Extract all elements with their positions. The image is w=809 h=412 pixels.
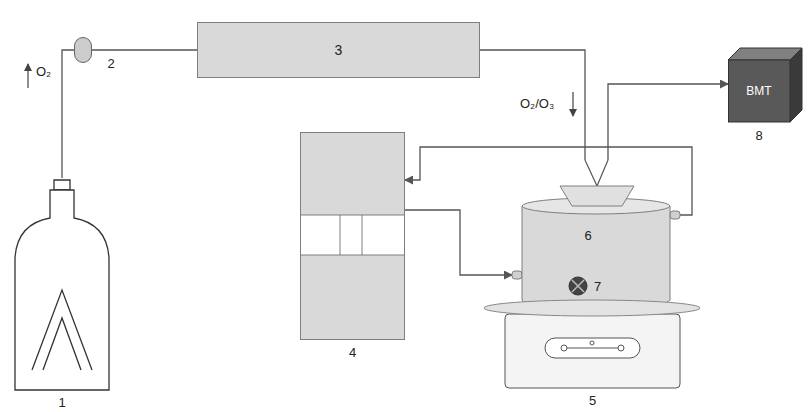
flow-meter: 2 (74, 37, 92, 63)
thermostat: 4 (300, 132, 405, 340)
pipe-connector (405, 210, 512, 275)
gas-label: O₂ (36, 64, 51, 79)
pipe-connector (62, 50, 74, 178)
flow-meter-shape (74, 37, 92, 63)
callout-text: 3 (197, 22, 480, 78)
callout-text: 4 (300, 345, 405, 360)
flow-arrow (572, 92, 573, 116)
magnetic-stirrer: 5 (480, 300, 705, 410)
pipe-connector (405, 147, 692, 215)
oxygen-cylinder: 1 (12, 178, 112, 392)
callout-text: 2 (104, 56, 118, 71)
ozone-analyzer: BMT8 (728, 48, 804, 124)
thermostat-body (300, 132, 405, 340)
gas-label: O₂/O₃ (520, 96, 554, 111)
callout-text: 1 (12, 395, 112, 410)
flow-arrow (27, 64, 28, 88)
callout-text: 5 (480, 393, 705, 408)
ozone-generator: 3 (197, 22, 480, 78)
pipe-connector (92, 49, 197, 50)
callout-text: 8 (728, 128, 790, 143)
pipe-connector (608, 84, 728, 160)
pipe-connector (480, 50, 585, 160)
callout-text: BMT (728, 60, 790, 122)
callout-number: 7 (594, 279, 601, 294)
cylinder-shape (12, 178, 112, 392)
callout-text: 6 (580, 228, 596, 243)
